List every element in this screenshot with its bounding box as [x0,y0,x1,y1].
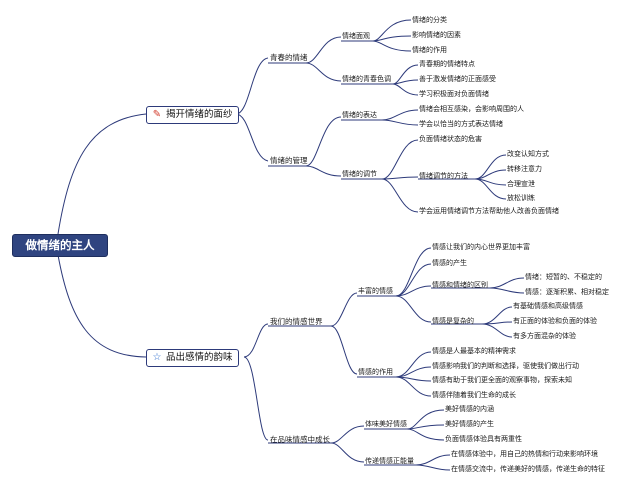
leaf[interactable]: 在情感体验中，用自己的热情和行动来影响环境 [451,450,598,458]
topic-qinggan-zuoyong[interactable]: 情感的作用 [358,368,393,376]
leaf[interactable]: 美好情感的产生 [445,420,494,428]
leaf[interactable]: 情感让我们的内心世界更加丰富 [432,243,530,251]
leaf[interactable]: 青春期的情绪特点 [419,60,475,68]
topic-qingchun-sediao[interactable]: 情绪的青春色调 [342,75,391,83]
leaf[interactable]: 负面情感体验具有两重性 [445,435,522,443]
topic-qingxu-mianguan[interactable]: 情绪面观 [342,32,370,40]
leaf[interactable]: 情感是人最基本的精神需求 [432,347,516,355]
leaf[interactable]: 美好情感的内涵 [445,405,494,413]
topic-fengfu-qinggan[interactable]: 丰富的情感 [358,287,393,295]
star-icon: ☆ [152,352,162,363]
leaf[interactable]: 情绪的分类 [412,16,447,24]
root-topic[interactable]: 做情绪的主人 [12,234,108,257]
pencil-icon: ✎ [152,109,162,120]
topic-qingxu-biaoda[interactable]: 情绪的表达 [342,111,377,119]
leaf[interactable]: 改变认知方式 [507,150,549,158]
leaf[interactable]: 学会运用情绪调节方法帮助他人改善负面情绪 [419,207,559,215]
leaf[interactable]: 影响情绪的因素 [412,31,461,39]
topic-pinwei-chengzhang[interactable]: 在品味情感中成长 [270,435,330,444]
branch-2[interactable]: ☆ 品出感情的韵味 [146,349,239,367]
leaf[interactable]: 有正面的体验和负面的体验 [513,317,597,325]
leaf[interactable]: 放松训练 [507,194,535,202]
topic-qingxu-tiaojie[interactable]: 情绪的调节 [342,170,377,178]
leaf[interactable]: 有多方面混杂的体验 [513,332,576,340]
topic-chuandi-nengliang[interactable]: 传递情感正能量 [365,457,414,465]
leaf[interactable]: 情感影响我们的判断和选择，驱使我们做出行动 [432,362,579,370]
topic-qinggan-shijie[interactable]: 我们的情感世界 [270,317,323,326]
topic-fuza[interactable]: 情感是复杂的 [432,317,474,325]
leaf[interactable]: 情感伴随着我们生命的成长 [432,391,516,399]
leaf[interactable]: 情感有助于我们更全面的观察事物，探索未知 [432,376,572,384]
topic-tiaojie-fangfa[interactable]: 情绪调节的方法 [419,172,468,180]
leaf[interactable]: 学习积极面对负面情绪 [419,90,489,98]
leaf[interactable]: 学会以恰当的方式表达情绪 [419,120,503,128]
branch-1-label: 揭开情绪的面纱 [166,109,233,120]
leaf[interactable]: 合理宣泄 [507,180,535,188]
leaf[interactable]: 情绪：短暂的、不稳定的 [525,273,602,281]
leaf[interactable]: 情绪的作用 [412,46,447,54]
topic-qingchun-qingxu[interactable]: 青春的情绪 [270,53,308,62]
branch-2-label: 品出感情的韵味 [166,352,233,363]
leaf[interactable]: 转移注意力 [507,165,542,173]
leaf[interactable]: 在情感交流中，传递美好的情感，传递生命的特征 [451,465,605,473]
topic-tiwei-meihao[interactable]: 体味美好情感 [365,420,407,428]
leaf[interactable]: 情感的产生 [432,259,467,267]
leaf[interactable]: 善于激发情绪的正面感受 [419,75,496,83]
leaf[interactable]: 情绪会相互感染，会影响周围的人 [419,105,524,113]
leaf[interactable]: 情感：逐渐积累、相对稳定 [525,288,609,296]
topic-qingxu-guanli[interactable]: 情绪的管理 [270,156,308,165]
topic-qubie[interactable]: 情感和情绪的区别 [432,281,488,289]
branch-1[interactable]: ✎ 揭开情绪的面纱 [146,106,239,124]
leaf[interactable]: 有基础情感和高级情感 [513,302,583,310]
leaf[interactable]: 负面情绪状态的危害 [419,135,482,143]
